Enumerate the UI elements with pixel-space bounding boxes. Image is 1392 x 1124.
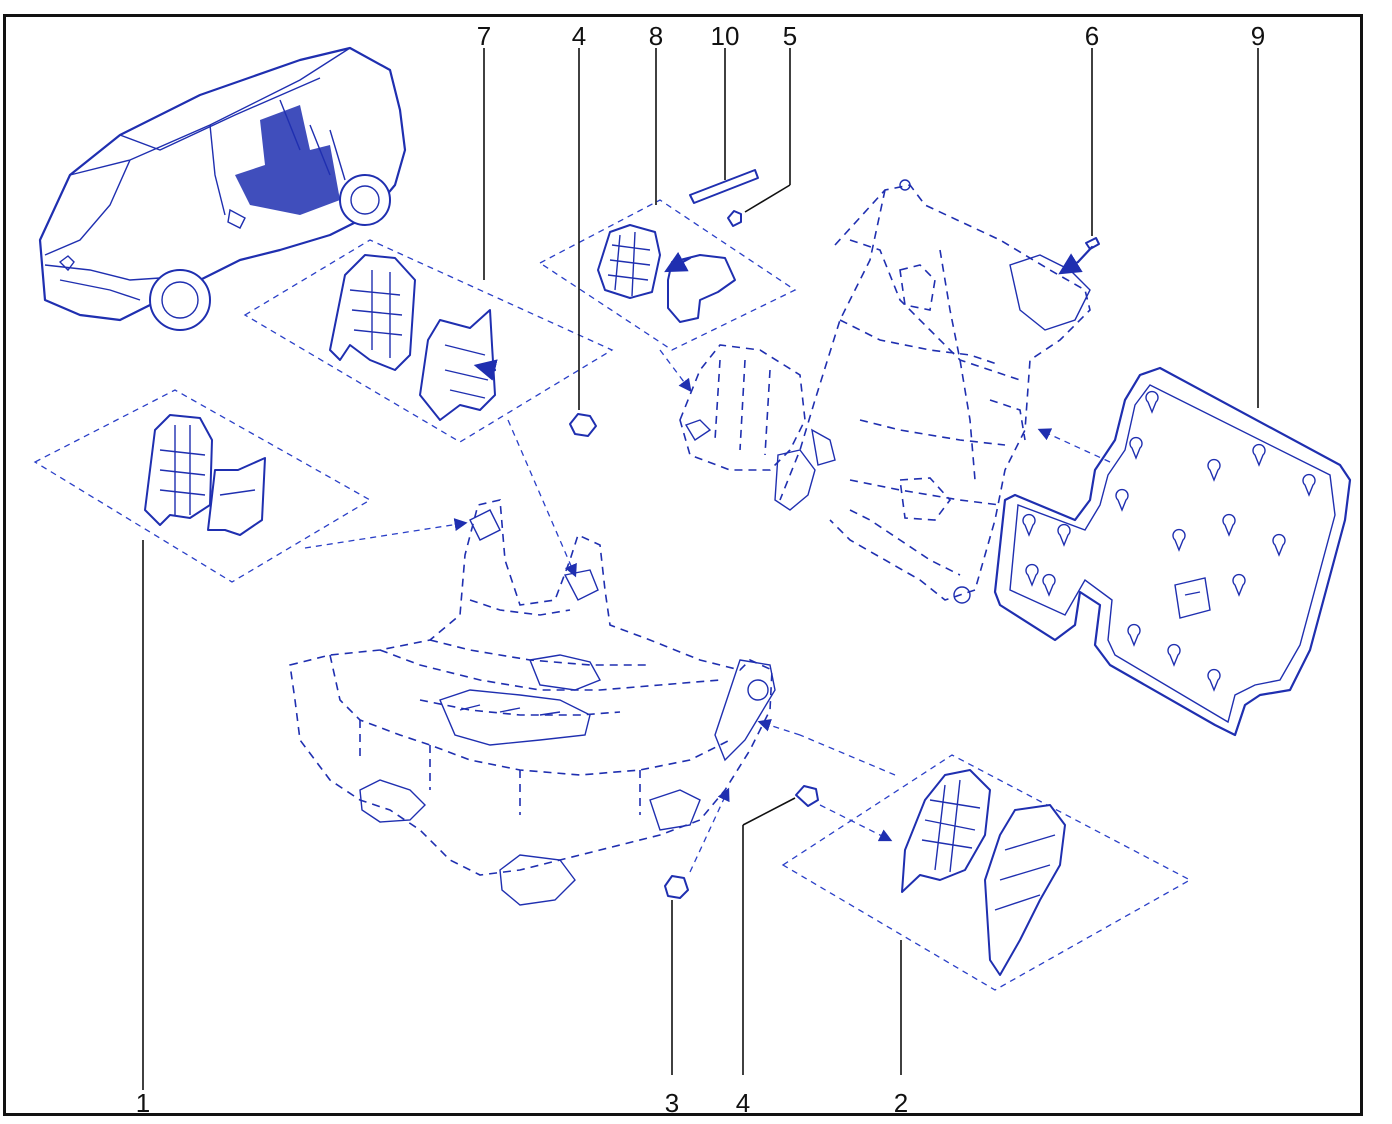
part-6-screw — [1058, 237, 1100, 275]
clip-holes — [1022, 390, 1316, 692]
callout-9: 9 — [1251, 21, 1265, 51]
leader-lines — [142, 48, 1259, 1090]
callout-8: 8 — [649, 21, 663, 51]
callout-4-top: 4 — [572, 21, 586, 51]
part-3-clip — [664, 787, 730, 899]
callout-4-bottom: 4 — [736, 1088, 750, 1118]
callout-2: 2 — [894, 1088, 908, 1118]
part-5-clip — [727, 210, 742, 227]
part-1-assembly — [33, 389, 468, 583]
part-9-back-panel — [993, 366, 1352, 737]
callout-6: 6 — [1085, 21, 1099, 51]
seat-cushion-frame — [289, 419, 896, 906]
diagram-frame — [3, 14, 1363, 1116]
part-10-strip — [689, 169, 759, 204]
callout-labels: 7 4 8 10 5 6 9 1 3 4 2 — [136, 21, 1265, 1118]
callout-3: 3 — [665, 1088, 679, 1118]
callout-1: 1 — [136, 1088, 150, 1118]
part-8-assembly — [538, 199, 797, 393]
part-4-bottom-clip — [795, 785, 893, 842]
callout-5: 5 — [783, 21, 797, 51]
part-4-top-plug — [569, 413, 597, 437]
part-7-assembly — [243, 239, 614, 443]
part-2-assembly — [781, 754, 1192, 991]
callout-10: 10 — [711, 21, 740, 51]
vehicle-locator-illustration — [38, 46, 407, 331]
seat-back-frame — [679, 179, 1091, 604]
callout-7: 7 — [477, 21, 491, 51]
